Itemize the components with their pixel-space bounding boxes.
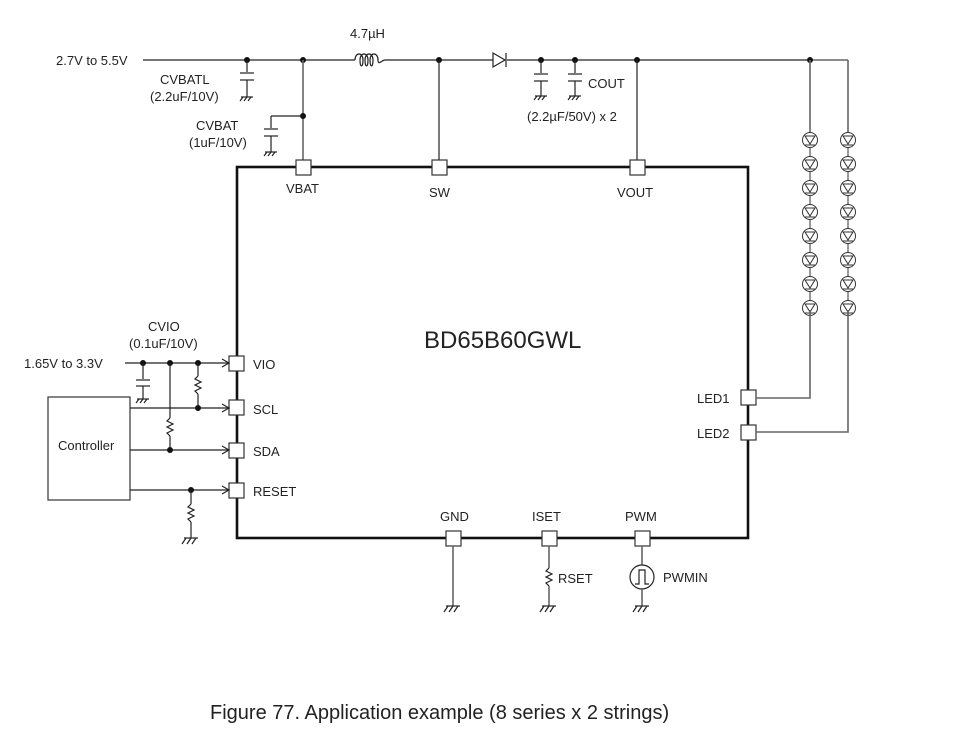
cout-capacitors	[533, 57, 582, 101]
arrow-icon	[221, 403, 231, 413]
arrow-icon	[221, 445, 231, 455]
controller-label: Controller	[58, 438, 115, 453]
pin-gnd	[445, 530, 462, 547]
ic-body	[235, 165, 750, 540]
pin-led1	[740, 389, 757, 406]
reset-pulldown-resistor-icon	[186, 503, 196, 523]
led-icon	[802, 156, 818, 181]
pwm-source-icon	[629, 564, 655, 590]
led-icon	[840, 276, 856, 301]
pin-vbat-label: VBAT	[286, 181, 319, 196]
scl-pullup-resistor-icon	[193, 375, 203, 395]
pin-sda-label: SDA	[253, 444, 280, 459]
ground-icon	[443, 605, 460, 613]
pin-led2	[740, 424, 757, 441]
cout-name: COUT	[588, 76, 625, 91]
cvbat-name: CVBAT	[196, 118, 238, 133]
cout-value: (2.2µF/50V) x 2	[527, 109, 617, 124]
pin-gnd-label: GND	[440, 509, 469, 524]
controller-block	[47, 396, 131, 501]
ground-icon	[632, 605, 649, 613]
led-icon	[802, 228, 818, 253]
arrow-icon	[221, 485, 231, 495]
led-string-1	[802, 60, 818, 316]
ground-icon	[263, 151, 277, 157]
led-icon	[840, 132, 856, 157]
diode-icon	[492, 51, 507, 69]
rset-label: RSET	[558, 571, 593, 586]
led-icon	[802, 276, 818, 301]
pin-reset-label: RESET	[253, 484, 296, 499]
led-icon	[840, 252, 856, 277]
cvio-name: CVIO	[148, 319, 180, 334]
led-icon	[802, 132, 818, 157]
pin-reset	[228, 482, 245, 499]
cvbat-value: (1uF/10V)	[189, 135, 247, 150]
pin-scl	[228, 399, 245, 416]
pin-vout-label: VOUT	[617, 185, 653, 200]
pin-led2-label: LED2	[697, 426, 730, 441]
led-icon	[802, 180, 818, 205]
cvbatl-value: (2.2uF/10V)	[150, 89, 219, 104]
sda-pullup-resistor-icon	[165, 417, 175, 437]
pin-pwm	[634, 530, 651, 547]
pin-vbat	[295, 159, 312, 176]
led-icon	[840, 204, 856, 229]
led2-wire	[756, 310, 849, 433]
pin-iset-label: ISET	[532, 509, 561, 524]
cvio-value: (0.1uF/10V)	[129, 336, 198, 351]
pin-scl-label: SCL	[253, 402, 278, 417]
led-icon	[840, 156, 856, 181]
inductor-value: 4.7µH	[350, 26, 385, 41]
ground-icon	[533, 95, 547, 101]
led-strings	[802, 60, 856, 316]
pin-vio	[228, 355, 245, 372]
pwmin-label: PWMIN	[663, 570, 708, 585]
led-icon	[802, 300, 818, 316]
ground-icon	[135, 398, 149, 404]
figure-caption: Figure 77. Application example (8 series…	[210, 702, 669, 724]
cvbat-capacitor	[263, 57, 306, 160]
pin-vio-label: VIO	[253, 357, 275, 372]
inductor-icon	[354, 53, 386, 67]
led-icon	[840, 228, 856, 253]
pin-led1-label: LED1	[697, 391, 730, 406]
cvbatl-name: CVBATL	[160, 72, 210, 87]
pin-iset	[541, 530, 558, 547]
ground-icon	[539, 605, 556, 613]
ground-icon	[181, 537, 198, 545]
vio-supply-label: 1.65V to 3.3V	[24, 356, 103, 371]
led1-wire	[756, 310, 811, 399]
cvbatl-capacitor	[239, 57, 254, 102]
led-icon	[802, 204, 818, 229]
rset-resistor-icon	[544, 567, 554, 587]
led-icon	[802, 252, 818, 277]
pin-pwm-label: PWM	[625, 509, 657, 524]
ground-icon	[567, 95, 581, 101]
pin-vout	[629, 159, 646, 176]
vbat-supply-label: 2.7V to 5.5V	[56, 53, 128, 68]
led-string-2	[840, 60, 856, 316]
pin-sw-label: SW	[429, 185, 451, 200]
led-icon	[840, 180, 856, 205]
pin-sw	[431, 159, 448, 176]
ground-icon	[239, 96, 253, 102]
ic-name: BD65B60GWL	[424, 327, 581, 354]
arrow-icon	[221, 358, 231, 368]
pin-sda	[228, 442, 245, 459]
